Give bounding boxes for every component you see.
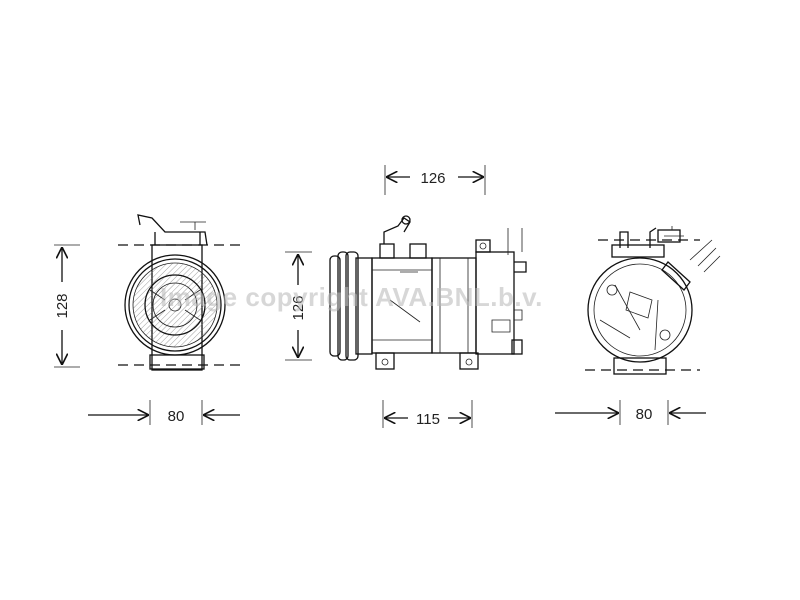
- left-height-label: 128: [54, 293, 71, 318]
- watermark-text: Image copyright AVA.BNL.b.v.: [160, 282, 543, 312]
- left-width-label: 80: [168, 408, 185, 425]
- left-view: 128 80: [54, 214, 240, 425]
- center-view: 126 126 115: [285, 165, 527, 428]
- center-height-label: 126: [290, 295, 307, 320]
- center-top-label: 126: [420, 170, 445, 187]
- right-view: 80: [555, 226, 721, 425]
- right-width-label: 80: [636, 406, 653, 423]
- center-bottom-label: 115: [416, 411, 440, 428]
